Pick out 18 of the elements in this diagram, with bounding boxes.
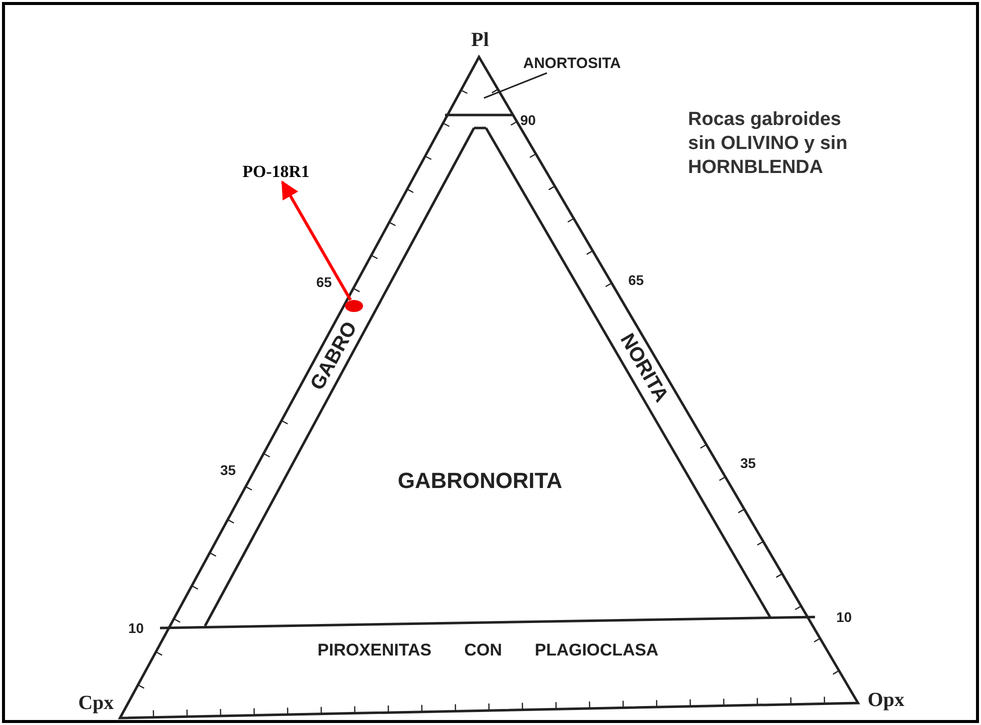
field-label: GABRONORITA [398,470,562,492]
tick-value: 90 [520,113,536,127]
tick-value: 65 [316,275,332,289]
tick-value: 10 [128,621,144,635]
tick-value: 35 [220,463,236,477]
title: Rocas gabroides sin OLIVINO y sin HORNBLENDA [688,108,848,180]
tick-value: 65 [628,273,644,287]
arrow [281,180,352,301]
tick-value: 35 [740,456,756,470]
tick-value: 10 [836,610,852,624]
sample-label: PO-18R1 [232,160,320,182]
vertex-label: Pl [471,30,489,50]
vertex-label: Cpx [78,693,114,713]
sample-point [345,300,363,312]
leader-line [484,72,548,99]
field-label: PIROXENITAS CON PLAGIOCLASA [318,642,658,658]
field-label: ANORTOSITA [516,53,628,73]
vertex-label: Opx [868,690,904,710]
